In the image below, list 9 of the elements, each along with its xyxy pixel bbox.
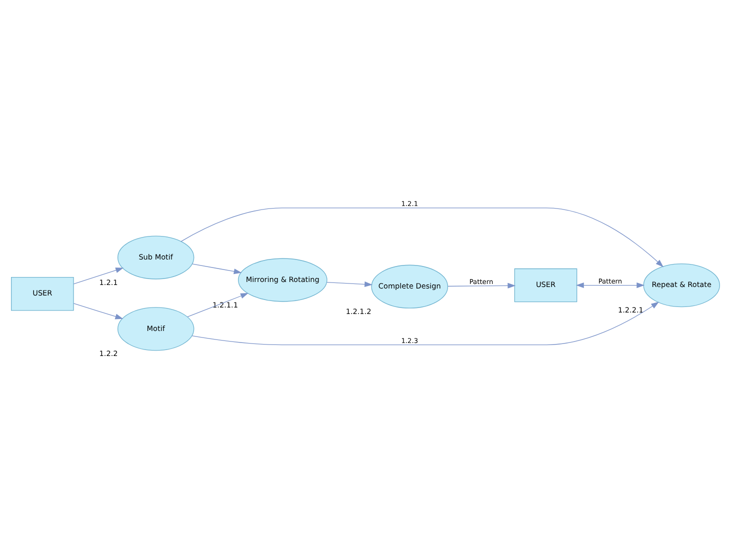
arrow [180,207,664,267]
arrow [187,292,248,317]
arrow [73,302,124,319]
arrow [192,301,660,345]
arrow [448,282,516,288]
arrow [73,267,124,284]
arrow [192,263,242,274]
arrow [576,282,645,288]
arrow [326,281,373,287]
